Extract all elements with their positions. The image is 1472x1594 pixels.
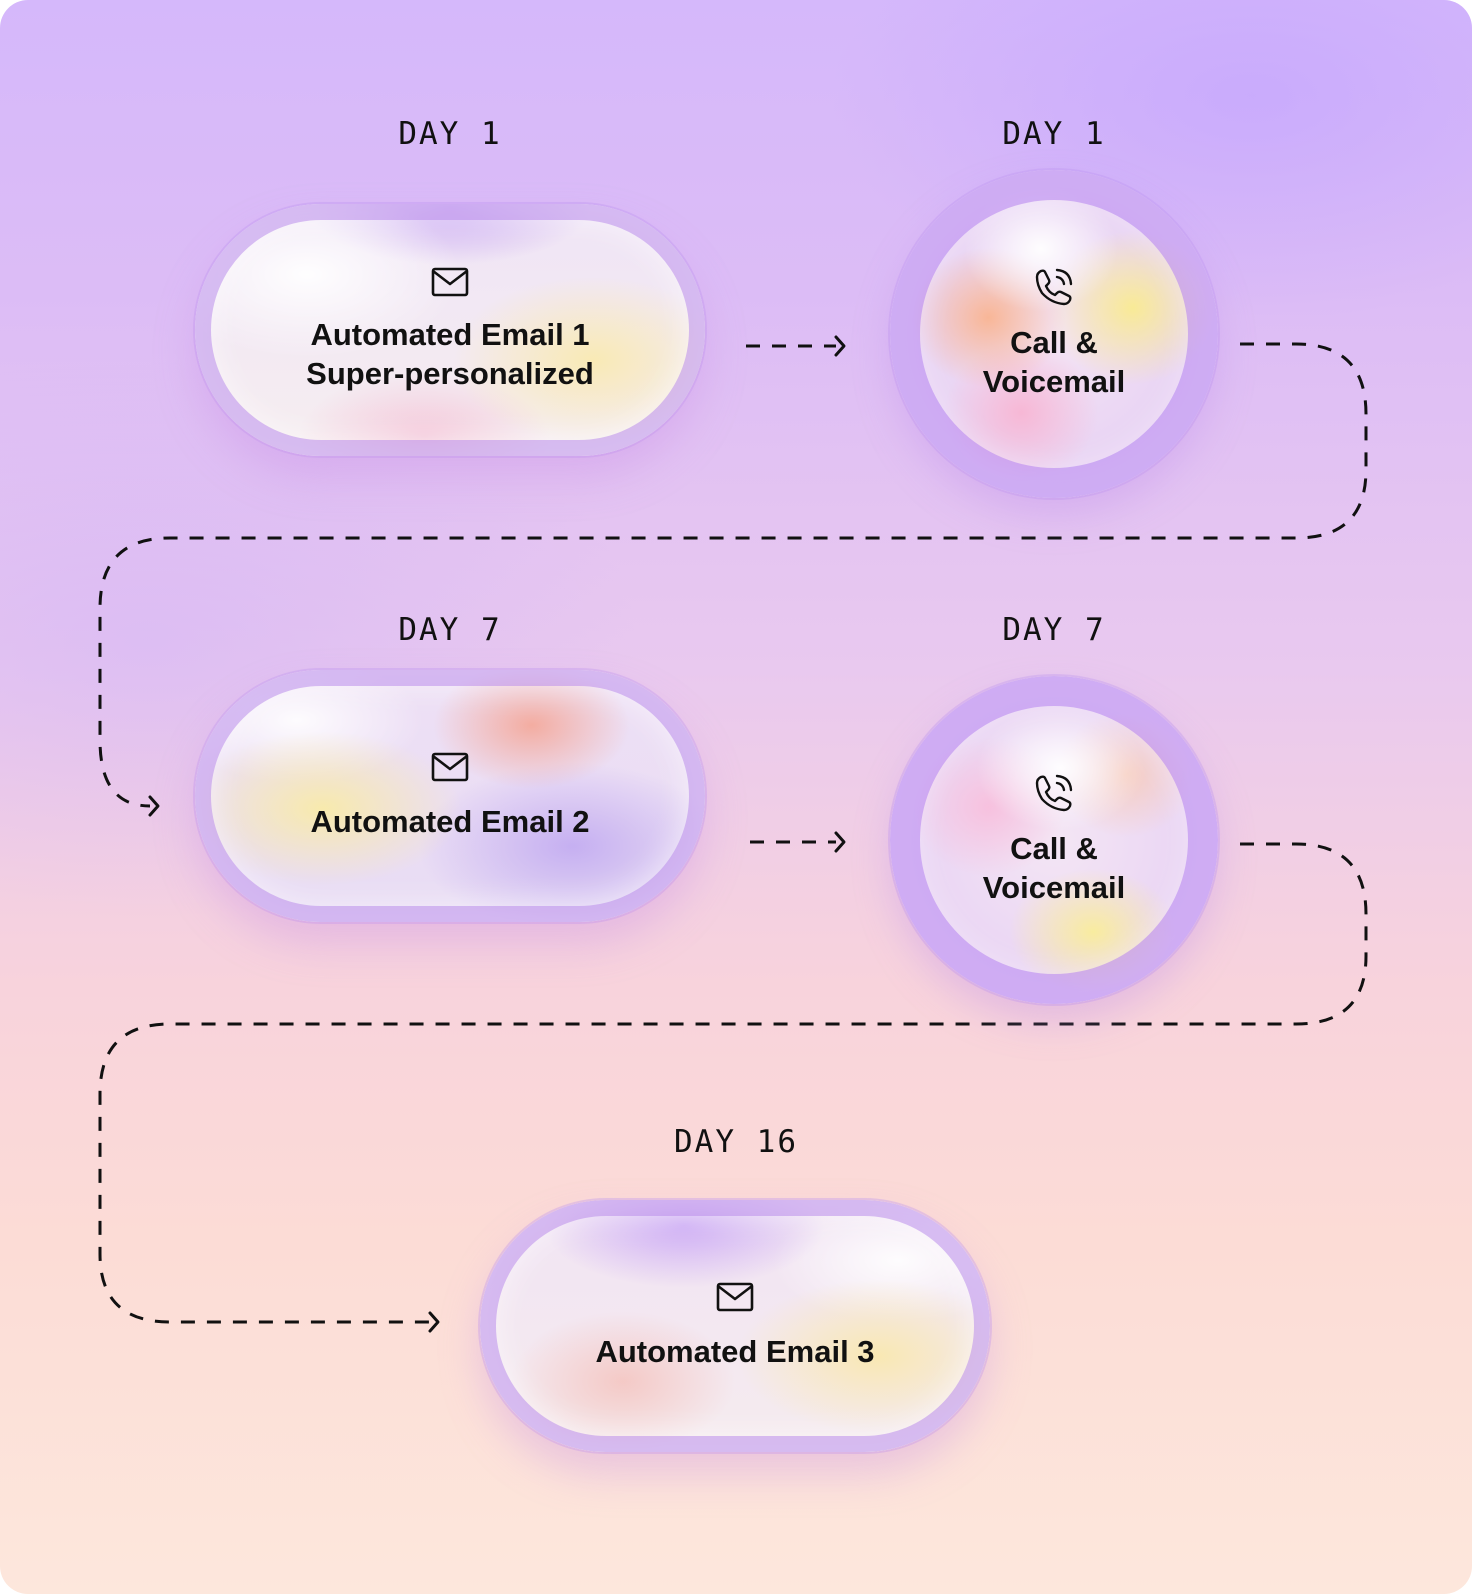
step-4-title-line-1: Call & bbox=[1010, 831, 1098, 866]
step-4-call-voicemail-node[interactable]: Call & Voicemail bbox=[890, 676, 1218, 1004]
step-4-title-line-2: Voicemail bbox=[982, 870, 1126, 905]
step-4-day-label: DAY 7 bbox=[1002, 612, 1106, 648]
step-2-title-line-2: Voicemail bbox=[982, 364, 1126, 399]
step-5-automated-email-node[interactable]: Automated Email 3 bbox=[480, 1200, 990, 1452]
step-1-day-label: DAY 1 bbox=[398, 116, 502, 152]
step-3-automated-email-node[interactable]: Automated Email 2 bbox=[195, 670, 705, 922]
connector-step4-to-step5 bbox=[98, 842, 1368, 1324]
step-5-title: Automated Email 3 bbox=[595, 1333, 875, 1369]
step-2-day-label: DAY 1 bbox=[1002, 116, 1106, 152]
step-3-day-label: DAY 7 bbox=[398, 612, 502, 648]
step-5-day-label: DAY 16 bbox=[674, 1124, 798, 1160]
envelope-icon bbox=[431, 267, 469, 297]
step-3-title: Automated Email 2 bbox=[310, 803, 590, 839]
phone-icon bbox=[1035, 774, 1073, 812]
step-1-subtitle: Super-personalized bbox=[306, 356, 594, 391]
arrowhead-3 bbox=[834, 831, 846, 853]
arrowhead-1 bbox=[834, 335, 846, 357]
arrowhead-2 bbox=[148, 795, 160, 817]
phone-icon bbox=[1035, 268, 1073, 306]
step-1-automated-email-node[interactable]: Automated Email 1 Super-personalized bbox=[195, 204, 705, 456]
envelope-icon bbox=[431, 752, 469, 781]
envelope-icon bbox=[716, 1282, 754, 1311]
arrowhead-4 bbox=[428, 1311, 440, 1333]
step-2-call-voicemail-node[interactable]: Call & Voicemail bbox=[890, 170, 1218, 498]
step-2-title-line-1: Call & bbox=[1010, 325, 1098, 360]
step-1-title: Automated Email 1 bbox=[310, 317, 590, 352]
